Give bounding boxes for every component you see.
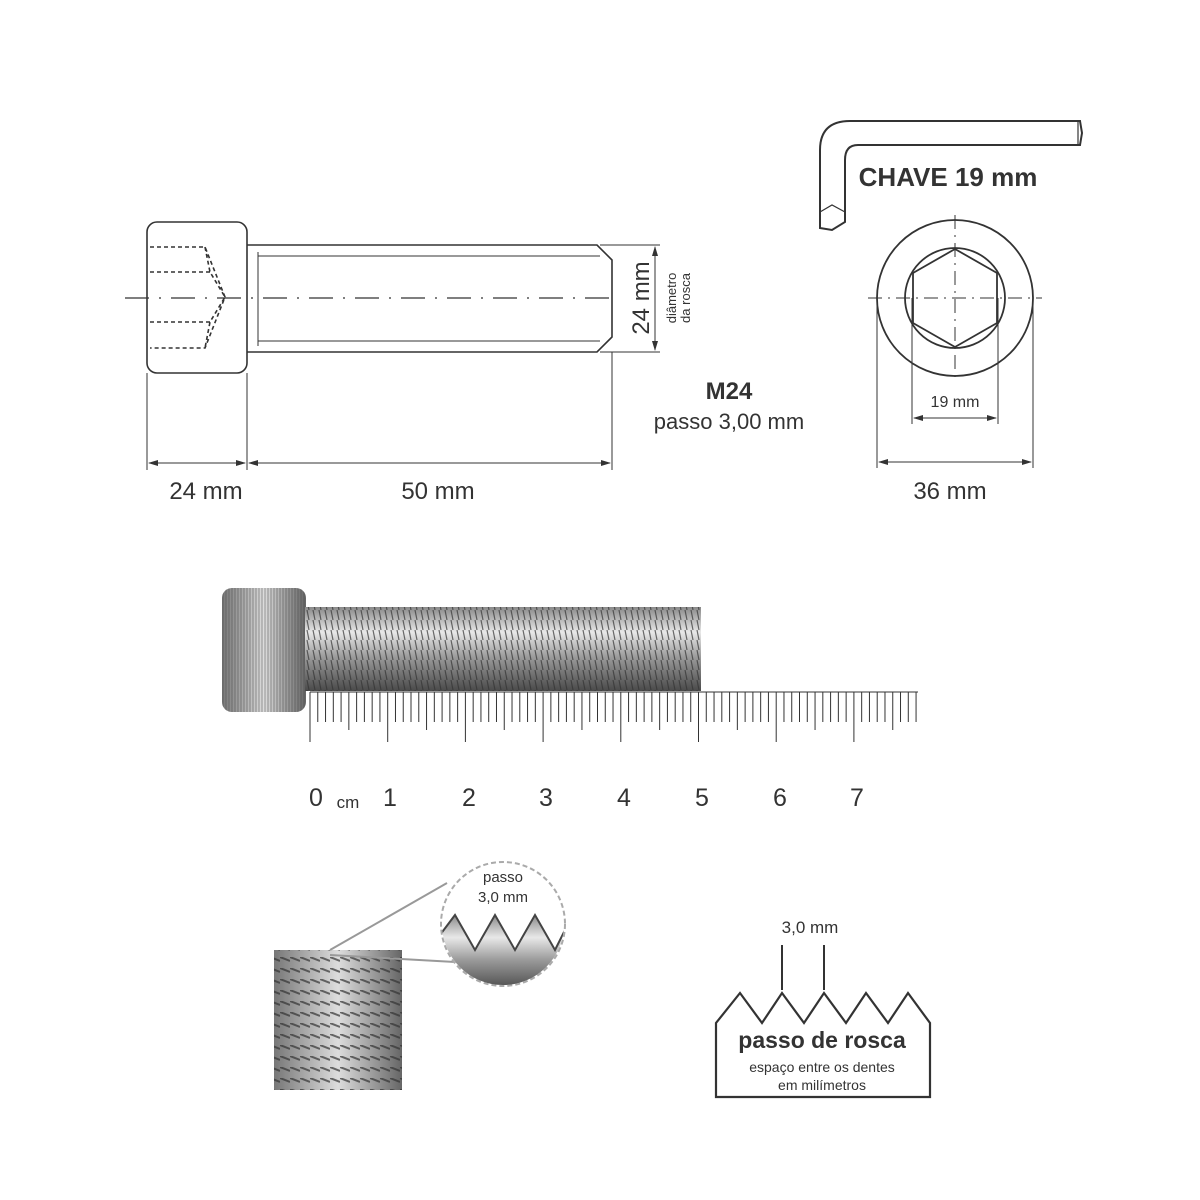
pitch-subtitle-1: espaço entre os dentes xyxy=(749,1059,895,1075)
pitch-spec: passo 3,00 mm xyxy=(654,409,804,434)
diameter-caption-1: diâmetro xyxy=(664,273,679,324)
magnifier-label-2: 3,0 mm xyxy=(478,889,528,906)
ruler-labels: 0 cm 1 2 3 4 5 6 7 xyxy=(309,784,864,812)
bolt-side-view xyxy=(125,221,660,470)
designation: M24 xyxy=(706,378,753,405)
magnifier-label-1: passo xyxy=(483,869,523,886)
pitch-measure: 3,0 mm xyxy=(782,918,839,937)
pitch-title: passo de rosca xyxy=(738,1027,906,1053)
key-title: CHAVE 19 mm xyxy=(859,162,1038,192)
hex-socket-hidden-lines xyxy=(150,246,226,349)
thread-diameter-label: 24 mm xyxy=(628,261,655,334)
ruler-label-2: 2 xyxy=(462,784,476,812)
ruler-unit: cm xyxy=(337,793,360,812)
ruler-label-5: 5 xyxy=(695,784,709,812)
ruler xyxy=(309,691,918,742)
pitch-subtitle-2: em milímetros xyxy=(778,1077,866,1093)
head-diameter-label: 36 mm xyxy=(913,478,986,505)
ruler-label-1: 1 xyxy=(383,784,397,812)
key-size-label: 19 mm xyxy=(931,394,980,411)
diameter-caption-2: da rosca xyxy=(678,272,693,323)
allen-key-icon xyxy=(819,120,1084,232)
pitch-diagram xyxy=(714,945,932,1099)
ruler-label-7: 7 xyxy=(850,784,864,812)
bolt-photo xyxy=(222,588,701,712)
thread-closeup xyxy=(274,861,566,1090)
shank-length-label: 50 mm xyxy=(401,478,474,505)
ruler-label-6: 6 xyxy=(773,784,787,812)
bolt-shank-outline xyxy=(247,244,613,353)
ruler-label-4: 4 xyxy=(617,784,631,812)
ruler-label-3: 3 xyxy=(539,784,553,812)
bolt-head-top-view xyxy=(868,215,1042,468)
ruler-label-0: 0 xyxy=(309,784,323,812)
head-length-label: 24 mm xyxy=(169,478,242,505)
